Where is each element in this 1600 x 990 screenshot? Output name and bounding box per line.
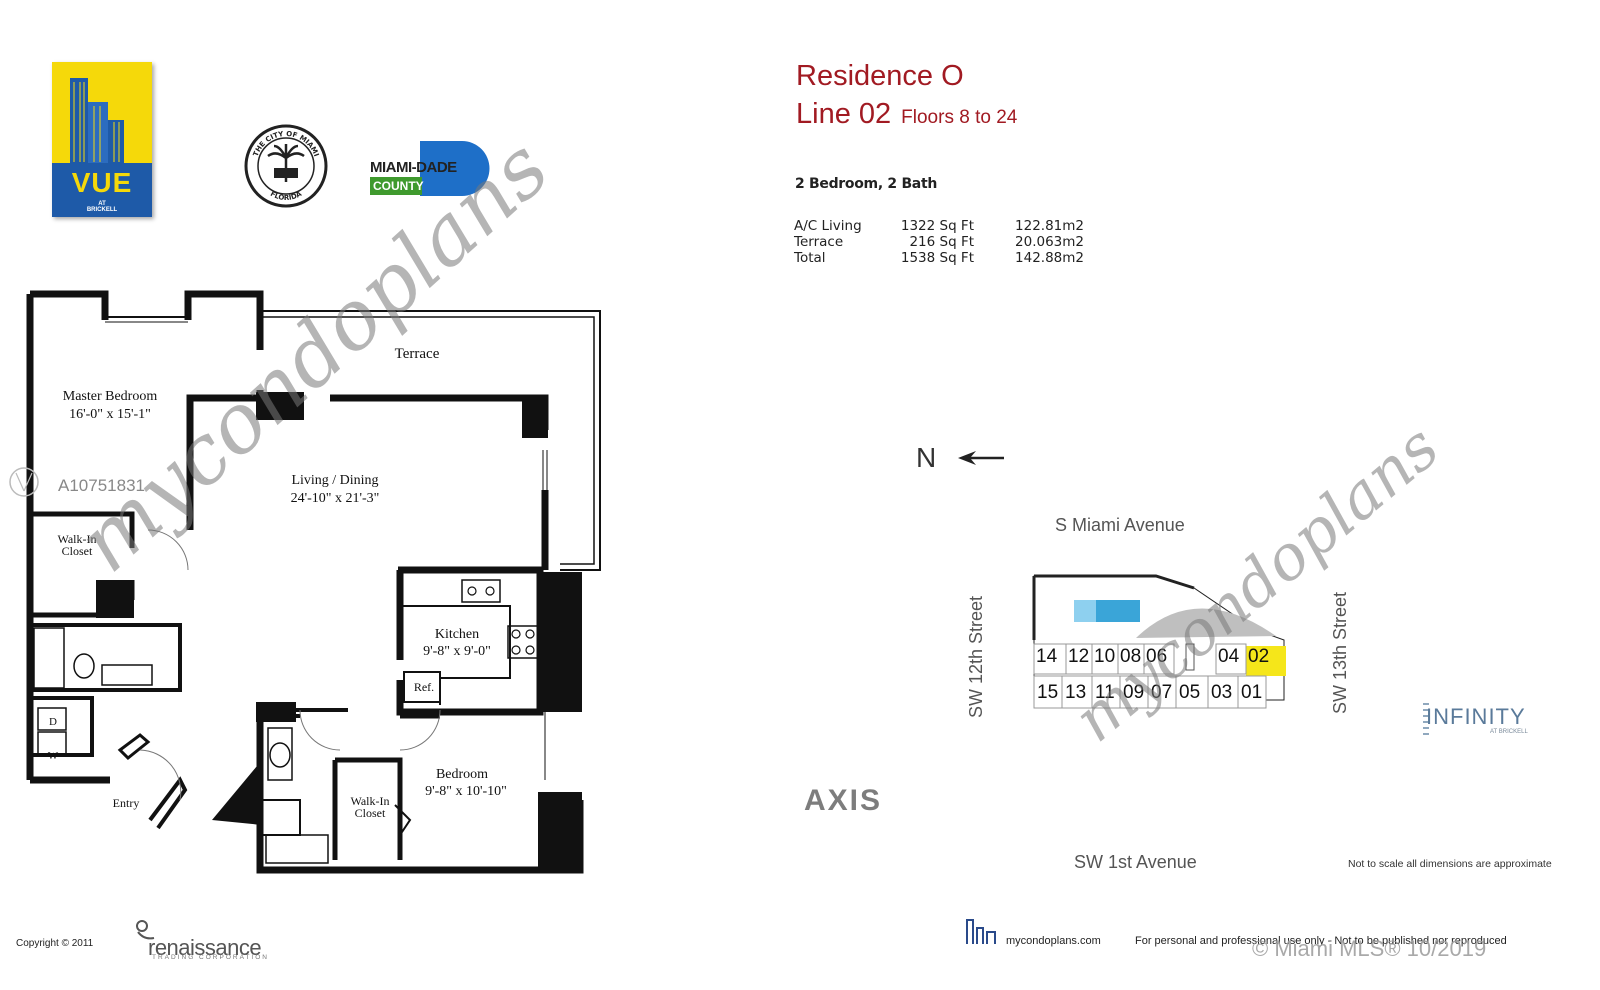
- dryer-label: D: [49, 716, 57, 728]
- residence-title: Residence O: [796, 60, 964, 92]
- area-cell-sqft: 216 Sq Ft: [909, 234, 974, 250]
- infinity-logo: INFINITY: [1426, 704, 1526, 729]
- area-cell-label: A/C Living: [794, 218, 862, 234]
- site-plan: [1032, 574, 1286, 709]
- vue-word: VUE: [71, 167, 133, 198]
- master-bedroom-dim: 16'-0" x 15'-1": [69, 407, 151, 422]
- unit-label: 01: [1241, 682, 1263, 703]
- unit-label: 05: [1179, 682, 1201, 703]
- unit-box: [1215, 643, 1247, 675]
- north-arrow-icon: [958, 451, 1004, 465]
- bedroom-dim: 9'-8" x 10'-10": [425, 784, 507, 799]
- area-cell-m2: 122.81m2: [1015, 218, 1084, 234]
- bedroom-label: Bedroom: [436, 767, 488, 782]
- county-text: COUNTY: [373, 179, 424, 193]
- unit-label: 03: [1211, 682, 1233, 703]
- unit-box: [1033, 675, 1063, 709]
- area-cell-m2: 20.063m2: [1015, 234, 1084, 250]
- street-sw-12th: SW 12th Street: [966, 595, 986, 718]
- disclaimer-text: For personal and professional use only -…: [1135, 935, 1507, 947]
- walkin-closet-2-label-b: Closet: [355, 806, 386, 820]
- street-s-miami-avenue: S Miami Avenue: [1055, 515, 1185, 535]
- area-row: A/C Living 1322 Sq Ft 122.81m2: [794, 218, 1084, 234]
- unit-box: [1207, 675, 1239, 709]
- camera-icon: [9, 467, 39, 497]
- axis-logo: AXIS: [804, 784, 883, 817]
- unit-box: [1061, 675, 1093, 709]
- infinity-logo-mark: [1423, 703, 1429, 735]
- vue-building-graphic: [70, 78, 124, 164]
- refrigerator-label: Ref.: [414, 680, 434, 694]
- miami-dade-county-logo: MIAMI-DADE COUNTY: [370, 141, 490, 196]
- area-row: Terrace 216 Sq Ft 20.063m2: [794, 234, 1084, 250]
- living-dining-label: Living / Dining: [291, 473, 378, 488]
- unit-label: 13: [1065, 682, 1087, 703]
- unit-label: 04: [1218, 646, 1240, 667]
- unit-label: 08: [1120, 646, 1142, 667]
- unit-label: 07: [1151, 682, 1173, 703]
- copyright-text: Copyright © 2011: [16, 938, 94, 949]
- area-cell-m2: 142.88m2: [1015, 250, 1084, 266]
- street-sw-1st-avenue: SW 1st Avenue: [1074, 852, 1197, 872]
- renaissance-logo: renaissance: [148, 935, 262, 960]
- area-cell-label: Terrace: [794, 234, 844, 250]
- unit-label: 02: [1248, 646, 1270, 667]
- master-bedroom-label: Master Bedroom: [63, 389, 158, 404]
- floor-plan: Terrace Master Bedroom 16'-0" x 15'-1" L…: [26, 290, 601, 874]
- terrace-label: Terrace: [395, 346, 440, 362]
- entry-label: Entry: [113, 796, 140, 810]
- kitchen-dim: 9'-8" x 9'-0": [423, 644, 491, 659]
- unit-box: [1117, 643, 1145, 675]
- mycondoplans-url: mycondoplans.com: [1006, 935, 1101, 947]
- renaissance-logo-sub: TRADING CORPORATION: [152, 954, 269, 961]
- unit-label: 14: [1036, 646, 1058, 667]
- scale-note: Not to scale all dimensions are approxim…: [1348, 858, 1552, 870]
- walkin-closet-1-label-b: Closet: [62, 544, 93, 558]
- infinity-logo-sub: AT BRICKELL: [1490, 729, 1528, 735]
- unit-box: [1033, 643, 1067, 675]
- area-cell-sqft: 1538 Sq Ft: [900, 250, 974, 266]
- living-dining-dim: 24'-10" x 21'-3": [291, 491, 380, 506]
- terrace-outline: [262, 310, 601, 571]
- street-sw-13th: SW 13th Street: [1330, 591, 1350, 714]
- city-of-miami-seal: THE CITY OF MIAMI FLORIDA: [244, 124, 328, 208]
- mls-listing-id: A10751831: [58, 476, 145, 495]
- unit-config: 2 Bedroom, 2 Bath: [795, 176, 938, 192]
- unit-box: [1175, 675, 1209, 709]
- washer-label: W: [48, 750, 59, 762]
- mls-copyright: © Miami MLS® 10/2019: [1252, 936, 1487, 961]
- north-label: N: [916, 442, 937, 473]
- area-cell-sqft: 1322 Sq Ft: [900, 218, 974, 234]
- unit-02-highlight: [1246, 646, 1286, 676]
- kitchen-label: Kitchen: [435, 627, 479, 642]
- walkin-closet-2-label: Walk-In: [350, 794, 389, 808]
- unit-label: 09: [1123, 682, 1145, 703]
- walkin-closet-1-label: Walk-In: [57, 532, 96, 546]
- miami-dade-text: MIAMI-DADE: [370, 159, 457, 176]
- area-row: Total 1538 Sq Ft 142.88m2: [794, 250, 1084, 266]
- floors-range: Floors 8 to 24: [901, 107, 1018, 128]
- unit-label: 11: [1095, 682, 1115, 703]
- unit-box: [1065, 643, 1093, 675]
- unit-label: 15: [1037, 682, 1059, 703]
- renaissance-logo-icon: [136, 920, 155, 940]
- unit-label: 06: [1146, 646, 1168, 667]
- unit-box: [1143, 643, 1175, 675]
- area-cell-label: Total: [794, 250, 826, 266]
- unit-label: 12: [1068, 646, 1090, 667]
- unit-box: [1147, 675, 1177, 709]
- svg-text:FLORIDA: FLORIDA: [269, 190, 304, 203]
- unit-label: 10: [1094, 646, 1116, 667]
- unit-box: [1237, 675, 1267, 709]
- mycondoplans-building-icon: [966, 919, 996, 944]
